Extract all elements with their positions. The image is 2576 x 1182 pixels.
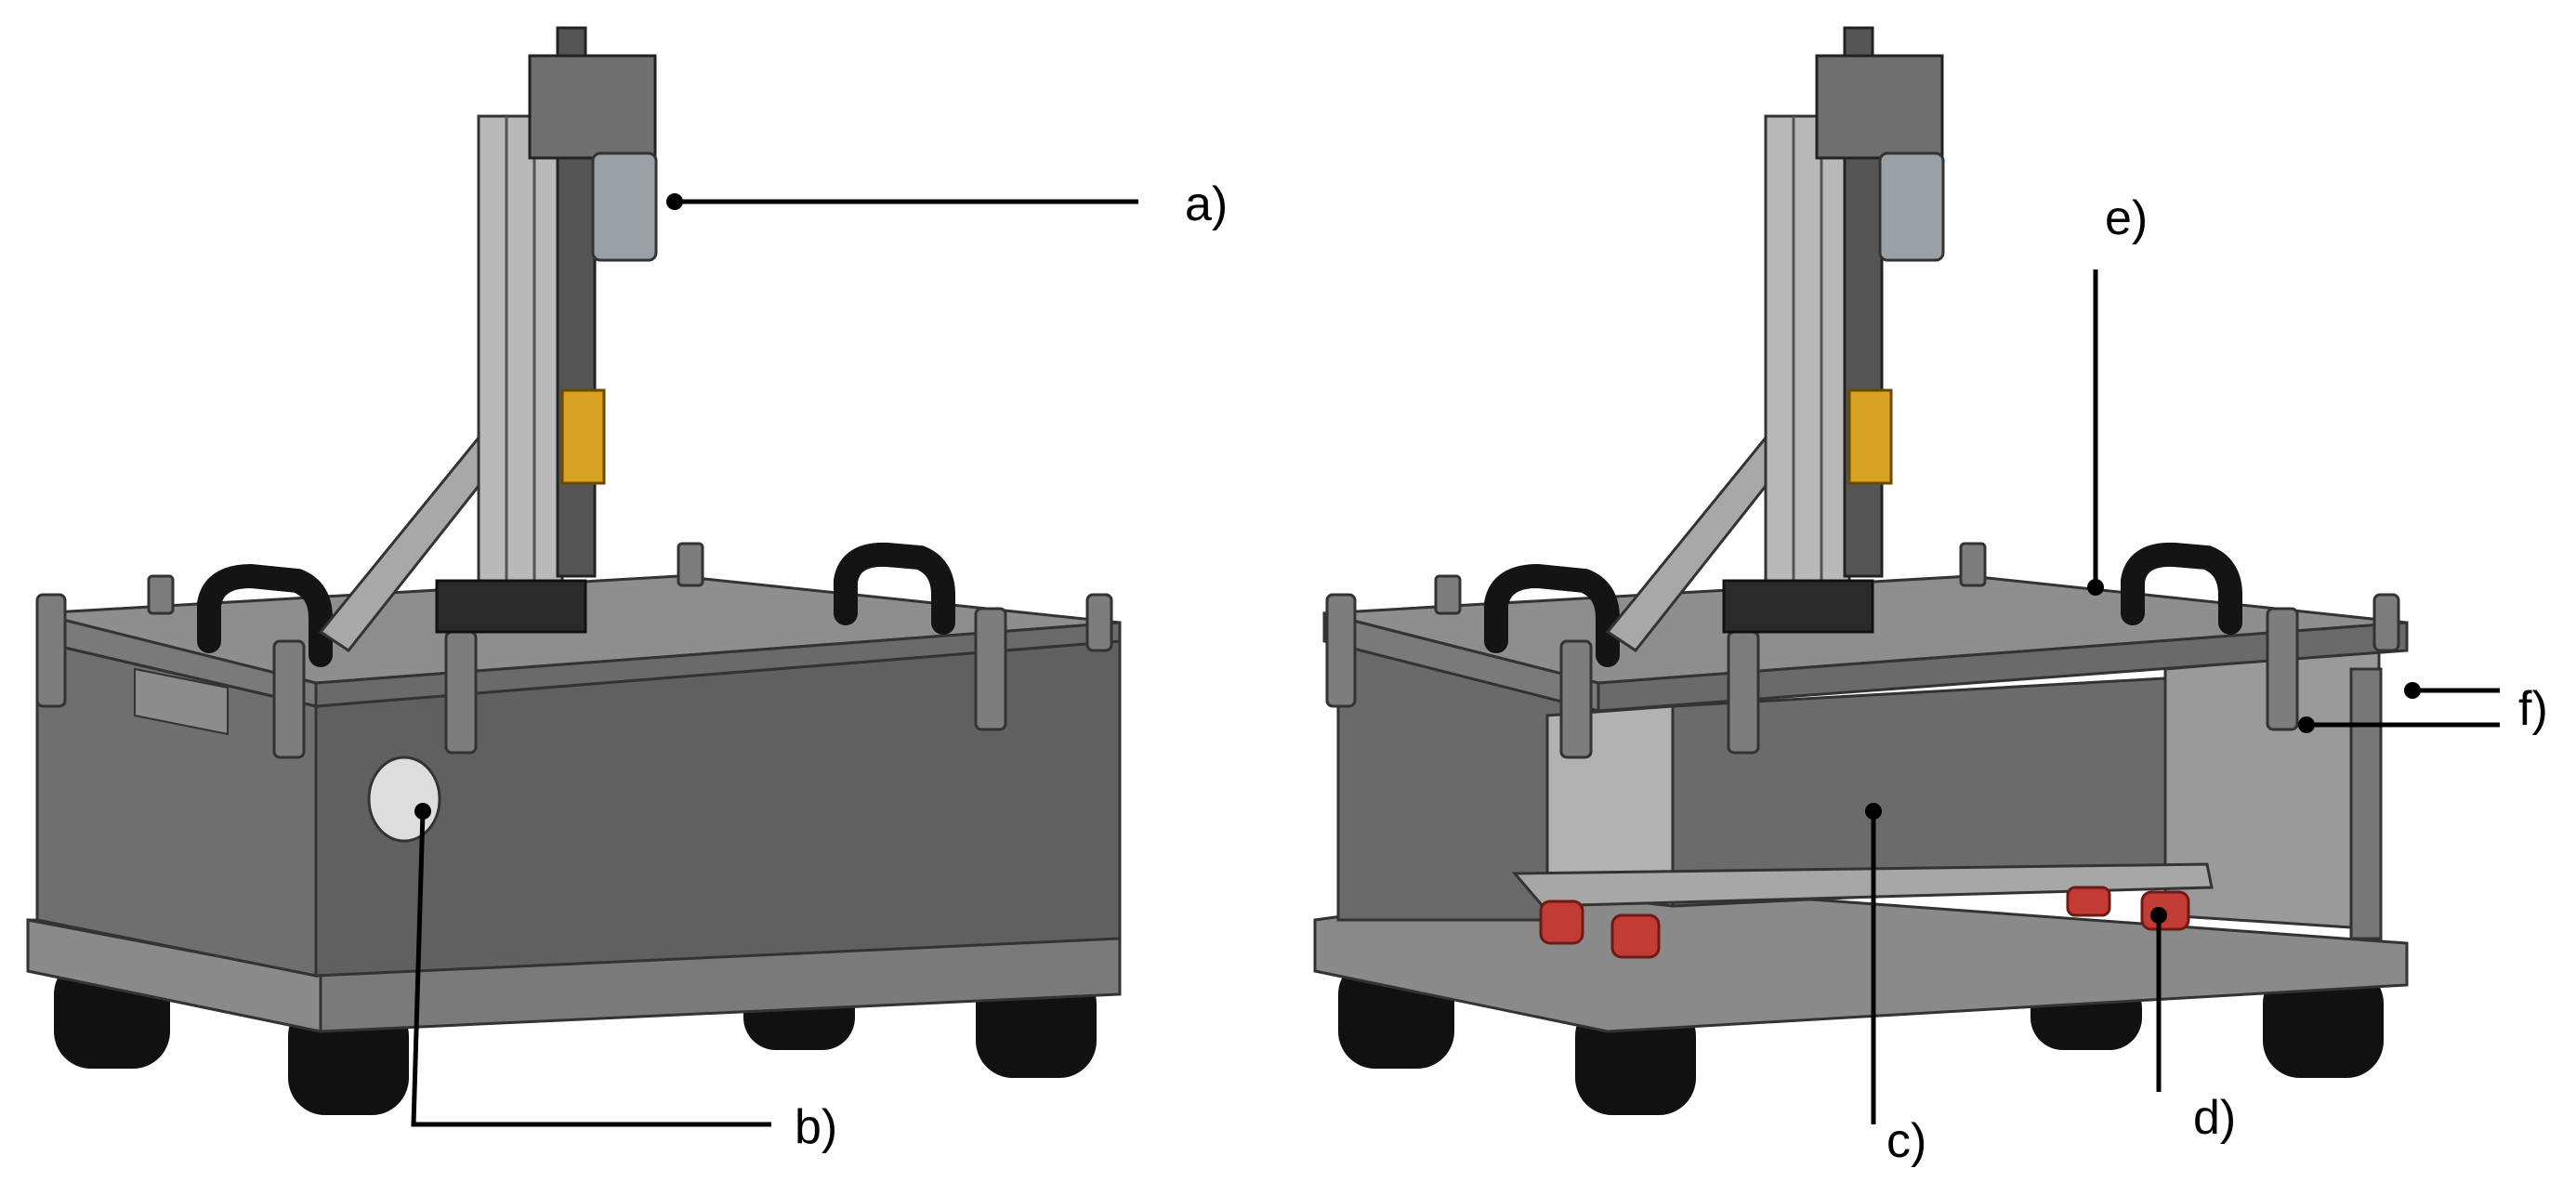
- lid-clamps-left: [35, 542, 1113, 759]
- closed-device-view: [26, 26, 1122, 1115]
- handles-right: [1484, 542, 2242, 667]
- callout-b-label: b): [795, 1100, 837, 1154]
- linear-actuator-left: [528, 26, 658, 262]
- vertical-rail-right: [1722, 114, 1893, 634]
- tray: [1511, 862, 2214, 908]
- callout-e-label: e): [2105, 191, 2148, 245]
- callout-b: b): [411, 803, 837, 1154]
- handles-left: [197, 542, 955, 667]
- callout-f: f): [2298, 682, 2548, 736]
- callout-f-label: f): [2518, 682, 2548, 736]
- callout-d-label: d): [2193, 1091, 2236, 1145]
- linear-actuator-right: [1815, 26, 1945, 262]
- vertical-rail-left: [435, 114, 606, 634]
- callout-a-label: a): [1185, 177, 1228, 231]
- side-port: [367, 755, 441, 843]
- callout-c-label: c): [1886, 1114, 1926, 1168]
- callout-a: a): [666, 177, 1228, 231]
- open-device-view: [1313, 26, 2409, 1115]
- lid-clamps-right: [1325, 542, 2400, 759]
- callout-c: c): [1865, 803, 1926, 1168]
- callout-d: d): [2150, 907, 2236, 1145]
- callout-e: e): [2087, 191, 2148, 596]
